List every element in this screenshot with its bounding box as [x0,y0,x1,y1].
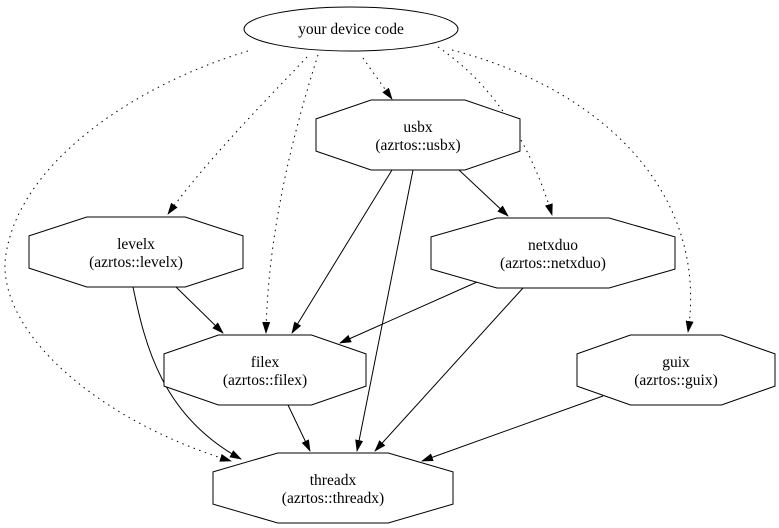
node-netxduo: netxduo(azrtos::netxduo) [430,217,676,289]
device-ellipse-shape [243,6,459,52]
netxduo-label-line1: netxduo [528,237,578,254]
filex-label-line2: (azrtos::filex) [223,372,307,389]
edge-netxduo-filex [339,281,478,344]
threadx-label-line1: threadx [310,472,357,489]
edge-filex-threadx [287,404,311,452]
netxduo-octagon-shape [430,217,676,289]
levelx-label-line2: (azrtos::levelx) [89,254,183,271]
filex-label-line1: filex [251,354,280,371]
node-guix: guix(azrtos::guix) [576,334,776,406]
netxduo-label-line2: (azrtos::netxduo) [500,255,606,272]
edge-levelx-filex [175,286,224,334]
node-levelx: levelx(azrtos::levelx) [28,216,244,288]
threadx-label-line2: (azrtos::threadx) [282,490,384,507]
levelx-octagon-shape [28,216,244,288]
edge-device-filex [262,54,319,334]
edge-usbx-filex [291,169,393,334]
edge-levelx-threadx [132,286,242,460]
guix-octagon-shape [576,334,776,406]
device-label-line1: your device code [298,21,404,38]
guix-label-line2: (azrtos::guix) [634,372,718,389]
edge-netxduo-threadx [374,287,524,452]
levelx-label-line1: levelx [117,236,155,253]
edge-device-levelx [167,56,308,215]
node-device: your device code [243,6,459,52]
nodes-layer: your device codeusbx(azrtos::usbx)levelx… [28,6,776,524]
filex-octagon-shape [163,334,367,406]
edge-usbx-netxduo [458,169,509,217]
usbx-octagon-shape [315,99,521,171]
usbx-label-line1: usbx [403,119,433,136]
guix-label-line1: guix [662,354,690,371]
edge-guix-threadx [421,395,604,462]
edge-usbx-threadx [355,169,414,452]
node-filex: filex(azrtos::filex) [163,334,367,406]
edge-device-usbx [362,57,393,100]
edges-layer [4,46,694,462]
edge-device-guix [451,49,694,333]
threadx-octagon-shape [212,452,454,524]
node-threadx: threadx(azrtos::threadx) [212,452,454,524]
node-usbx: usbx(azrtos::usbx) [315,99,521,171]
usbx-label-line2: (azrtos::usbx) [375,137,460,154]
